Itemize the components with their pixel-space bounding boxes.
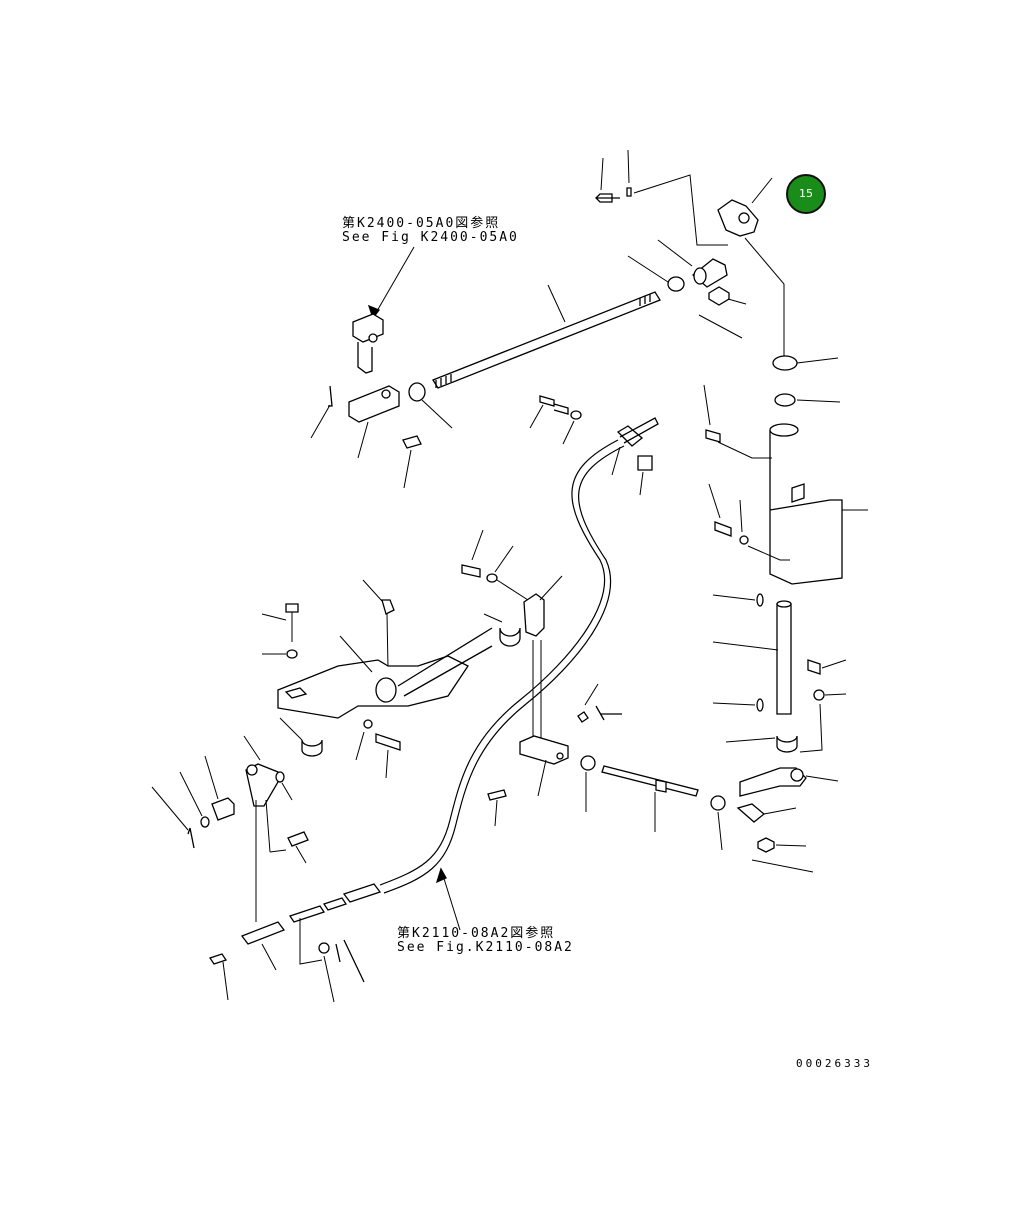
- middle-rod: [580, 755, 726, 851]
- middle-clevis: [461, 529, 622, 827]
- control-cable: [288, 439, 625, 931]
- figure-number: 00026333: [796, 1057, 873, 1070]
- top-left-clevis: [310, 246, 422, 489]
- right-shaft-assembly: [703, 384, 868, 873]
- callout-badge[interactable]: 15: [786, 174, 826, 214]
- bottom-ref-jp: 第K2110-08A2図参照: [397, 926, 556, 941]
- pedal-lower: [151, 735, 365, 1003]
- top-lever-assembly: [595, 149, 839, 371]
- bottom-ref-en: See Fig.K2110-08A2: [397, 940, 574, 955]
- cable-bracket-upper: [529, 395, 659, 496]
- top-ref-jp: 第K2400-05A0図参照: [342, 216, 501, 231]
- top-ref-en: See Fig K2400-05A0: [342, 230, 519, 245]
- threaded-rod: [408, 284, 661, 429]
- pedal-bracket: [261, 579, 521, 779]
